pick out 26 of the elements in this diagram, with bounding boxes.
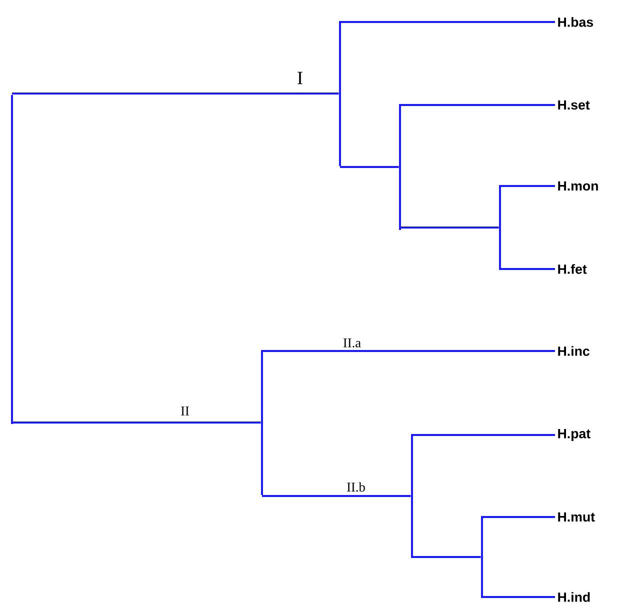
leaf-label: H.inc (558, 346, 590, 356)
clade-label: II.a (342, 337, 362, 349)
branch-line (412, 434, 555, 436)
clade-label: II (179, 405, 191, 417)
branch-line (412, 556, 481, 558)
branch-line (482, 596, 555, 598)
branch-line (262, 495, 411, 497)
leaf-label: H.pat (558, 429, 590, 441)
branch-line (500, 185, 555, 187)
branch-line (12, 422, 261, 424)
leaf-label: H.mon (558, 181, 598, 191)
branch-line (12, 92, 339, 94)
branch-line (400, 226, 499, 228)
branch-line (400, 104, 555, 106)
branch-line (340, 166, 399, 168)
branch-line (262, 350, 555, 352)
leaf-label: H.ind (558, 592, 590, 602)
clade-label: I (296, 70, 304, 86)
leaf-label: H.fet (558, 264, 587, 274)
clade-label: II.b (345, 480, 367, 494)
branch-line (340, 21, 555, 23)
leaf-label: H.bas (558, 17, 594, 27)
leaf-label: H.mut (558, 512, 595, 522)
branch-line (482, 516, 555, 518)
leaf-label: H.set (558, 100, 590, 110)
branch-line (500, 268, 555, 270)
